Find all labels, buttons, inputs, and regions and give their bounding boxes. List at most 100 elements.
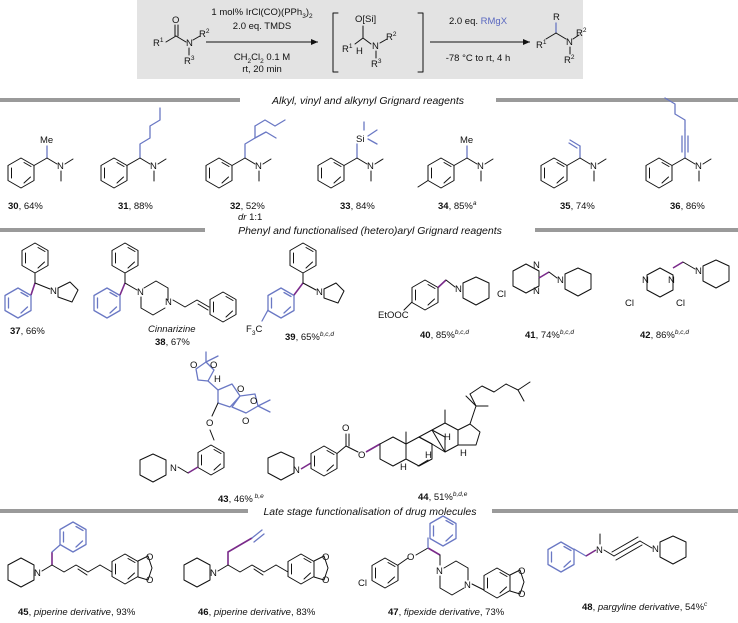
nitrogen-label: N: [455, 284, 462, 295]
product-r2-lower: R2: [564, 54, 575, 66]
hydrogen-label: H: [460, 448, 467, 459]
chloro-label: Cl: [497, 289, 506, 300]
oxygen-label: O: [518, 589, 525, 600]
compound-36: N 36, 86%: [645, 97, 712, 212]
compound-31: N 31, 88%: [100, 107, 167, 212]
chloro-label: Cl: [676, 298, 685, 309]
amide-r2: R2: [199, 28, 210, 40]
compound-34: Me N 34, 85%a: [417, 135, 494, 212]
nitrogen-label: N: [316, 287, 323, 298]
nitrogen-label: N: [642, 275, 649, 286]
compound-41: N N Cl N 41, 74%b,c,d: [497, 260, 592, 341]
compound-45: N O O 45, piperine derivative, 93%: [7, 521, 153, 618]
nitrogen-label: N: [590, 161, 597, 172]
methyl-label: Me: [40, 135, 53, 146]
reductant-label: 2.0 eq. TMDS: [233, 21, 291, 32]
amide-oxygen: O: [172, 15, 179, 26]
amide-structure: O N R1 R2 R3: [153, 15, 210, 67]
oxygen-label: O: [322, 575, 329, 586]
nitrogen-label: N: [477, 161, 484, 172]
compound-35-caption: 35, 74%: [560, 201, 595, 212]
nitrogen-label: N: [137, 287, 144, 298]
intermediate-r3: R3: [371, 58, 382, 70]
reaction-box-bg: [137, 0, 583, 79]
chloro-label: Cl: [625, 298, 634, 309]
nitrogen-label: N: [210, 568, 217, 579]
nitrogen-label: N: [464, 580, 471, 591]
nitrogen-label: N: [170, 463, 177, 474]
compound-43-caption: 43, 46% b,e: [218, 493, 264, 505]
compound-45-caption: 45, piperine derivative, 93%: [18, 607, 136, 618]
compound-36-caption: 36, 86%: [670, 201, 705, 212]
product-r2: R2: [576, 27, 587, 39]
nitrogen-label: N: [652, 544, 659, 555]
compound-44-caption: 44, 51%b,d,e: [418, 491, 468, 503]
section-header-aryl: Phenyl and functionalised (hetero)aryl G…: [0, 225, 738, 237]
catalyst-label: 1 mol% IrCl(CO)(PPh3)2: [211, 7, 313, 20]
compound-44: N O O H H H H 44, 51%b,d,e: [267, 381, 531, 503]
compound-37-caption: 37, 66%: [10, 326, 45, 337]
oxygen-label: O: [407, 552, 414, 563]
compound-47-caption: 47, fipexide derivative, 73%: [388, 607, 505, 618]
nitrogen-label: N: [596, 545, 603, 556]
compound-46: N O O 46, piperine derivative, 83%: [183, 529, 329, 618]
compound-34-caption: 34, 85%a: [438, 200, 477, 212]
hydrogen-label: H: [444, 432, 451, 443]
oxygen-label: O: [206, 418, 213, 429]
nitrogen-label: N: [150, 161, 157, 172]
compound-48-caption: 48, pargyline derivative, 54%c: [582, 601, 708, 613]
hydrogen-label: H: [400, 462, 407, 473]
reaction-box: O N R1 R2 R3 1 mol% IrCl(CO)(PPh3)2 2.0 …: [137, 0, 587, 79]
solvent-label: CH2Cl2 0.1 M: [234, 52, 290, 65]
nitrogen-label: N: [668, 275, 675, 286]
oxygen-label: O: [146, 552, 153, 563]
nitrogen-label: N: [695, 161, 702, 172]
section-header-alkyl: Alkyl, vinyl and alkynyl Grignard reagen…: [0, 95, 738, 107]
nitrogen-label: N: [165, 297, 172, 308]
amide-r3: R3: [184, 55, 195, 67]
oxygen-label: O: [210, 360, 217, 371]
section-header-late: Late stage functionalisation of drug mol…: [0, 506, 738, 518]
compound-30: Me N 30, 64%: [7, 135, 74, 212]
compound-46-caption: 46, piperine derivative, 83%: [198, 607, 316, 618]
compound-37: N 37, 66%: [4, 242, 79, 337]
chloro-label: Cl: [358, 578, 367, 589]
nitrogen-label: N: [695, 266, 702, 277]
nitrogen-label: N: [367, 161, 374, 172]
oxygen-label: O: [250, 396, 257, 407]
compound-33: Si N 33, 84%: [317, 121, 384, 212]
ester-label: EtOOC: [378, 310, 409, 321]
amide-nitrogen: N: [186, 38, 193, 49]
compound-40-caption: 40, 85%b,c,d: [420, 329, 469, 341]
nitrogen-label: N: [557, 275, 564, 286]
compound-42: N N Cl Cl N 42, 86%b,c,d: [625, 259, 730, 341]
intermediate-nitrogen: N: [372, 41, 379, 52]
intermediate-osi: O[Si]: [355, 14, 376, 25]
section-title-late: Late stage functionalisation of drug mol…: [263, 506, 477, 518]
nitrogen-label: N: [533, 286, 540, 297]
compound-48: N N 48, pargyline derivative, 54%c: [547, 533, 708, 613]
compound-33-caption: 33, 84%: [340, 201, 375, 212]
nitrogen-label: N: [293, 465, 300, 476]
time-label: rt, 20 min: [242, 64, 282, 75]
nitrogen-label: N: [34, 568, 41, 579]
compound-35: N 35, 74%: [540, 139, 607, 212]
compound-40: EtOOC N 40, 85%b,c,d: [378, 276, 490, 341]
compound-39: F3C N 39, 65%b,c,d: [246, 242, 345, 343]
grignard-label: 2.0 eq. RMgX: [449, 16, 508, 27]
oxygen-label: O: [518, 566, 525, 577]
product-r1: R1: [536, 39, 547, 51]
compound-43: O O O H O O O N 43, 46% b,e: [139, 351, 271, 505]
compound-39-caption: 39, 65%b,c,d: [285, 331, 334, 343]
intermediate-structure: O[Si] R1 H N R2 R3: [332, 12, 424, 73]
compound-32: N 32, 52% dr 1:1: [205, 119, 286, 223]
methyl-label: Me: [460, 135, 473, 146]
compound-31-caption: 31, 88%: [118, 201, 153, 212]
compound-38-caption: 38, 67%: [155, 337, 190, 348]
amide-r1: R1: [153, 37, 164, 49]
compound-38-name: Cinnarizine: [148, 324, 196, 335]
silicon-label: Si: [356, 134, 364, 145]
section-title-aryl: Phenyl and functionalised (hetero)aryl G…: [238, 225, 503, 237]
hydrogen-label: H: [425, 450, 432, 461]
